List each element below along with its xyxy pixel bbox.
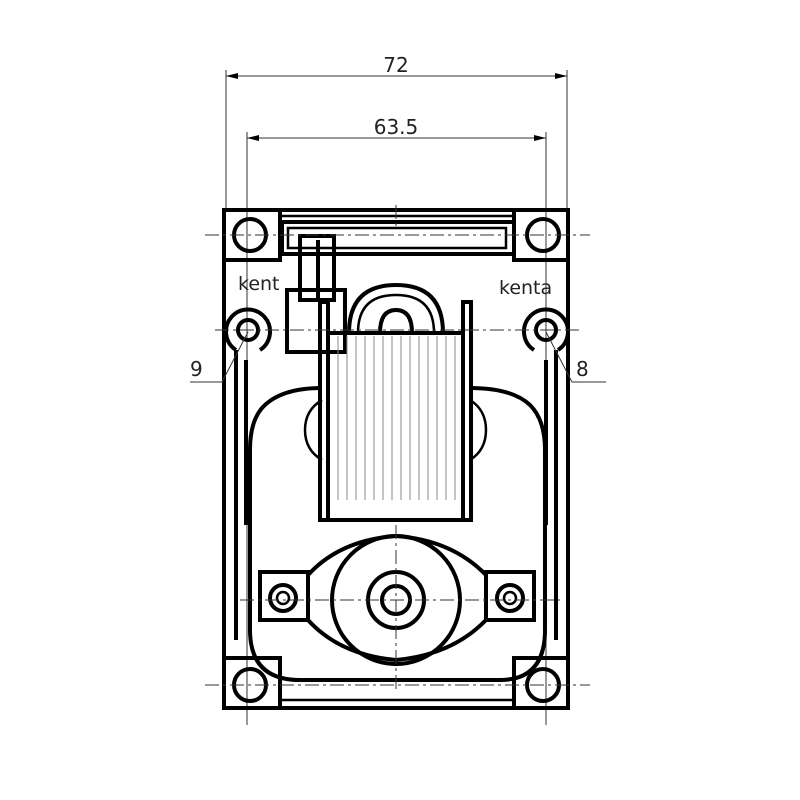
callout-9: 9 — [190, 357, 203, 381]
dimension-72-label: 72 — [383, 53, 408, 77]
callout-8: 8 — [576, 357, 589, 381]
dimension-63-5-label: 63.5 — [374, 115, 419, 139]
center-lines — [205, 205, 590, 690]
dimension-72 — [225, 70, 568, 210]
right-label: kenta — [499, 277, 552, 299]
coil — [318, 282, 473, 522]
callouts — [190, 331, 606, 383]
left-label: kent — [238, 273, 280, 295]
motor-housing — [222, 208, 570, 710]
